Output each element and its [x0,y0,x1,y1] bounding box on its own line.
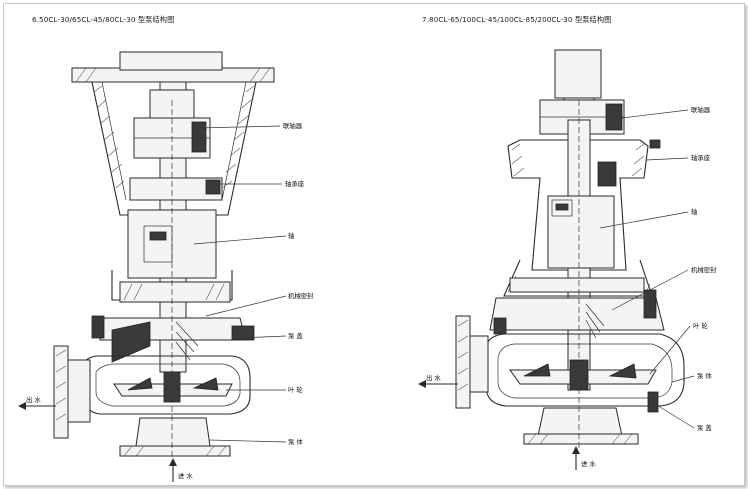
right-diagram-title: 7.80CL-65/100CL-45/100CL-85/200CL-30 型泵结… [422,15,612,24]
right-lower-housing [509,277,645,293]
left-label-bearing-seat: 轴承座 [285,179,305,188]
left-label-pump-cover: 泵 盖 [288,331,303,340]
left-label-inlet: 进 水 [178,471,193,480]
left-volute-casing [83,355,251,415]
left-diagram-title: 6.50CL-30/65CL-45/80CL-30 型泵结构图 [32,15,175,24]
left-cover-bolt [91,315,105,339]
left-label-pump-body: 泵 体 [288,437,303,446]
left-lower-housing [119,281,231,303]
right-label-shaft: 轴 [691,207,697,216]
right-inlet-flange [523,433,639,445]
left-motor-shaft-top [119,51,223,71]
right-label-coupling: 联轴器 [691,105,711,114]
left-outlet-flange [53,345,69,439]
left-pump-drawing [18,51,275,482]
right-label-outlet: 出 水 [426,373,441,382]
right-label-bearing-seat: 轴承座 [691,153,711,162]
right-volute-casing [485,333,685,407]
left-label-outlet: 出 水 [26,395,41,404]
left-label-impeller: 叶 轮 [288,385,303,394]
right-label-pump-body: 泵 体 [697,371,712,380]
left-label-coupling: 联轴器 [283,121,303,130]
left-coupling-bolt [191,121,207,153]
right-label-pump-cover: 泵 盖 [697,423,712,432]
left-label-shaft: 轴 [288,231,294,240]
left-outlet-pipe [67,359,91,423]
right-pump-drawing [418,49,685,470]
right-leader-lines [599,109,695,429]
right-bearing-frame [507,139,649,271]
right-motor-shaft-top [554,49,602,99]
right-cover-bolt [643,289,657,319]
right-label-impeller: 叶 轮 [693,321,708,330]
right-bearing [597,161,617,187]
left-bearing-housing [129,177,223,201]
left-label-mechanical-seal: 机械密封 [288,291,314,300]
right-label-inlet: 进 水 [581,459,596,468]
right-outlet-pipe [469,335,489,393]
right-outlet-flange [455,315,471,409]
right-seal-chamber [489,297,665,331]
left-pump-base [135,417,211,447]
left-bearing [205,179,221,195]
left-side-nozzle [231,325,255,341]
left-inlet-flange [119,445,231,457]
right-label-mechanical-seal: 机械密封 [691,265,717,274]
right-pump-base [537,407,623,437]
left-leader-lines [193,125,287,443]
